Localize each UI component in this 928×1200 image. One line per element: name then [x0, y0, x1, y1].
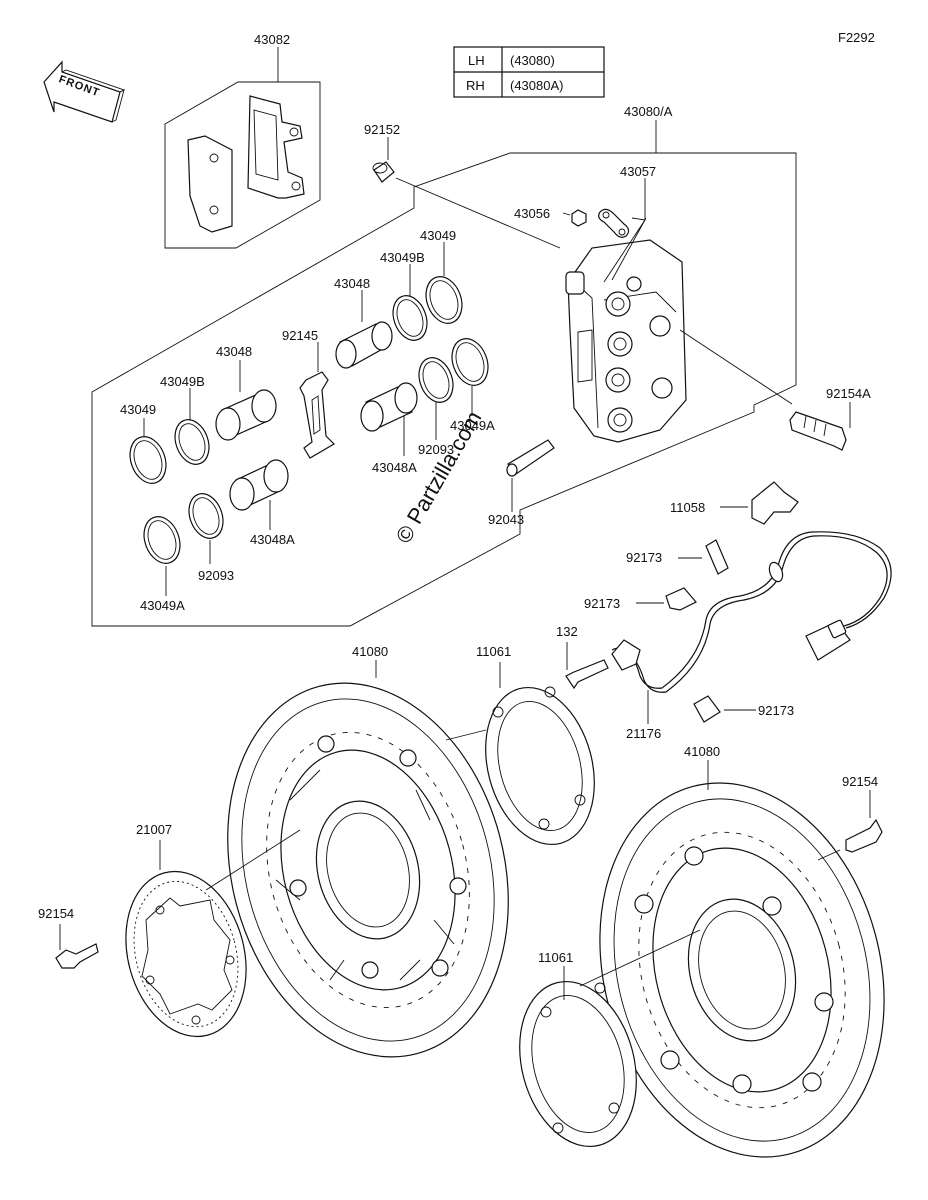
table-part-lh: (43080): [510, 53, 555, 68]
label-43049-left: 43049: [120, 402, 156, 417]
gasket-11061-bottom: [519, 929, 701, 1148]
piston-43048a-right: [360, 382, 418, 432]
label-92152: 92152: [364, 122, 400, 137]
label-92173-a: 92173: [626, 550, 662, 565]
front-arrow-icon: FRONT: [43, 60, 126, 123]
label-43048a-right: 43048A: [372, 460, 417, 475]
caliper-leader-lines: [143, 137, 851, 596]
clip-92173-c: [693, 695, 756, 723]
table-part-rh: (43080A): [510, 78, 563, 93]
label-92154-left: 92154: [38, 906, 74, 921]
pad-spring-92145: [299, 371, 335, 459]
label-11061-top: 11061: [476, 644, 511, 659]
figure-code: F2292: [838, 30, 875, 45]
piston-43048-left: [215, 389, 277, 441]
label-43048-top: 43048: [334, 276, 370, 291]
bolt-92154a: [789, 411, 847, 451]
pin-92043: [506, 439, 555, 477]
label-43049b-left: 43049B: [160, 374, 205, 389]
label-92173-b: 92173: [584, 596, 620, 611]
callout-labels: 43082 92152 43080/A 43057 43056 43049 43…: [38, 32, 878, 965]
label-41080-left: 41080: [352, 644, 388, 659]
abs-rotor-ring-21007: [125, 829, 301, 1038]
nut-43056: [571, 209, 587, 227]
bolt-92154-right: [817, 790, 883, 861]
bleeder-cap: [372, 161, 395, 183]
label-92154-right: 92154: [842, 774, 878, 789]
label-41080-right: 41080: [684, 744, 720, 759]
label-43056: 43056: [514, 206, 550, 221]
variant-table: LH (43080) RH (43080A): [453, 46, 605, 98]
gasket-11061-top: [445, 662, 595, 846]
seal-rings: [129, 276, 489, 564]
bolt-92154-left: [55, 924, 99, 969]
label-43048-left: 43048: [216, 344, 252, 359]
clip-92173-a: [678, 539, 729, 575]
label-43049a-left: 43049A: [140, 598, 185, 613]
table-side-rh: RH: [466, 78, 485, 93]
brake-caliper: [565, 239, 687, 443]
label-43049a-right: 43049A: [450, 418, 495, 433]
label-43048a-left: 43048A: [250, 532, 295, 547]
link-plate-43057: [598, 208, 630, 238]
label-43049b-top: 43049B: [380, 250, 425, 265]
label-43057: 43057: [620, 164, 656, 179]
clip-92173-b: [636, 587, 697, 611]
table-side-lh: LH: [468, 53, 485, 68]
label-11058: 11058: [670, 500, 705, 515]
label-43082: 43082: [254, 32, 290, 47]
piston-43048-top: [335, 321, 393, 369]
label-92173-c: 92173: [758, 703, 794, 718]
label-92093-left: 92093: [198, 568, 234, 583]
brake-pad-set: [164, 47, 321, 249]
label-132: 132: [556, 624, 578, 639]
brake-disc-left: [227, 660, 509, 1058]
bolt-132: [565, 642, 609, 690]
label-92043: 92043: [488, 512, 524, 527]
label-21176: 21176: [626, 726, 661, 741]
piston-43048a-left: [229, 459, 289, 511]
label-92145: 92145: [282, 328, 318, 343]
label-11061-bottom: 11061: [538, 950, 573, 965]
label-43049-top: 43049: [420, 228, 456, 243]
brake-disc-right: [599, 760, 885, 1158]
bracket-11058: [720, 481, 799, 525]
caliper-assembly-frame: [91, 120, 797, 627]
label-21007: 21007: [136, 822, 172, 837]
label-43080a: 43080/A: [624, 104, 673, 119]
abs-sensor-harness: [611, 531, 892, 693]
label-92093-right: 92093: [418, 442, 454, 457]
label-92154a: 92154A: [826, 386, 871, 401]
